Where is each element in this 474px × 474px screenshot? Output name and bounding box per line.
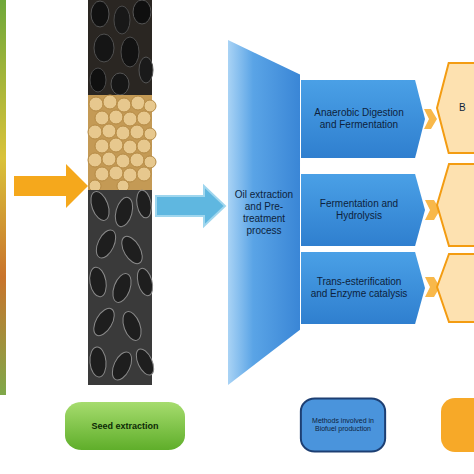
flow-arrow (14, 164, 88, 208)
output-hexagon (437, 254, 474, 322)
chevron-arrow (424, 109, 437, 129)
field-photo (0, 0, 6, 395)
flow-arrow (156, 186, 225, 226)
stage-button: Seed extraction (65, 402, 185, 450)
legend-button (441, 398, 474, 452)
process-box: Trans-esterification and Enzyme catalysi… (301, 252, 425, 324)
seed-photos (87, 0, 157, 385)
node-label: Anaerobic Digestion and Fermentation (309, 107, 409, 131)
output-hexagon: B (437, 58, 474, 158)
node-label: Fermentation and Hydrolysis (309, 198, 409, 222)
node-label: Oil extraction and Pre-treatment process (232, 189, 296, 237)
process-box: Anaerobic Digestion and Fermentation (301, 80, 425, 158)
node-label: Methods involved in Biofuel production (306, 417, 380, 434)
funnel-stage: Oil extraction and Pre-treatment process (228, 40, 300, 385)
node-label: Trans-esterification and Enzyme catalysi… (309, 276, 409, 300)
output-hexagon (437, 164, 474, 246)
process-box: Fermentation and Hydrolysis (301, 174, 425, 246)
node-label: Seed extraction (91, 421, 158, 432)
stage-button: Methods involved in Biofuel production (300, 398, 386, 452)
node-label: B (459, 102, 466, 114)
node-outline (437, 58, 474, 158)
